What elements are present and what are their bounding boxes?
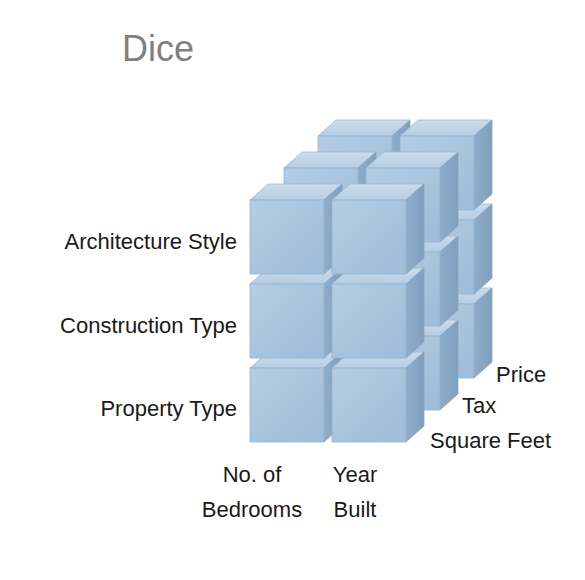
depth-dimension-label: Square Feet — [430, 428, 551, 454]
row-dimension-label: Architecture Style — [65, 229, 237, 255]
depth-dimension-label: Tax — [462, 393, 496, 419]
row-dimension-label: Property Type — [100, 396, 237, 422]
row-dimension-label: Construction Type — [60, 313, 237, 339]
cube-block — [250, 184, 342, 274]
cube-block — [332, 184, 424, 274]
column-dimension-label: Year Built — [310, 457, 400, 527]
cube-block — [250, 268, 342, 358]
cube-block — [332, 268, 424, 358]
cube-block — [332, 352, 424, 442]
column-dimension-label: No. of Bedrooms — [182, 457, 322, 527]
depth-dimension-label: Price — [496, 362, 546, 388]
cube-block — [250, 352, 342, 442]
diagram-title: Dice — [122, 28, 194, 70]
